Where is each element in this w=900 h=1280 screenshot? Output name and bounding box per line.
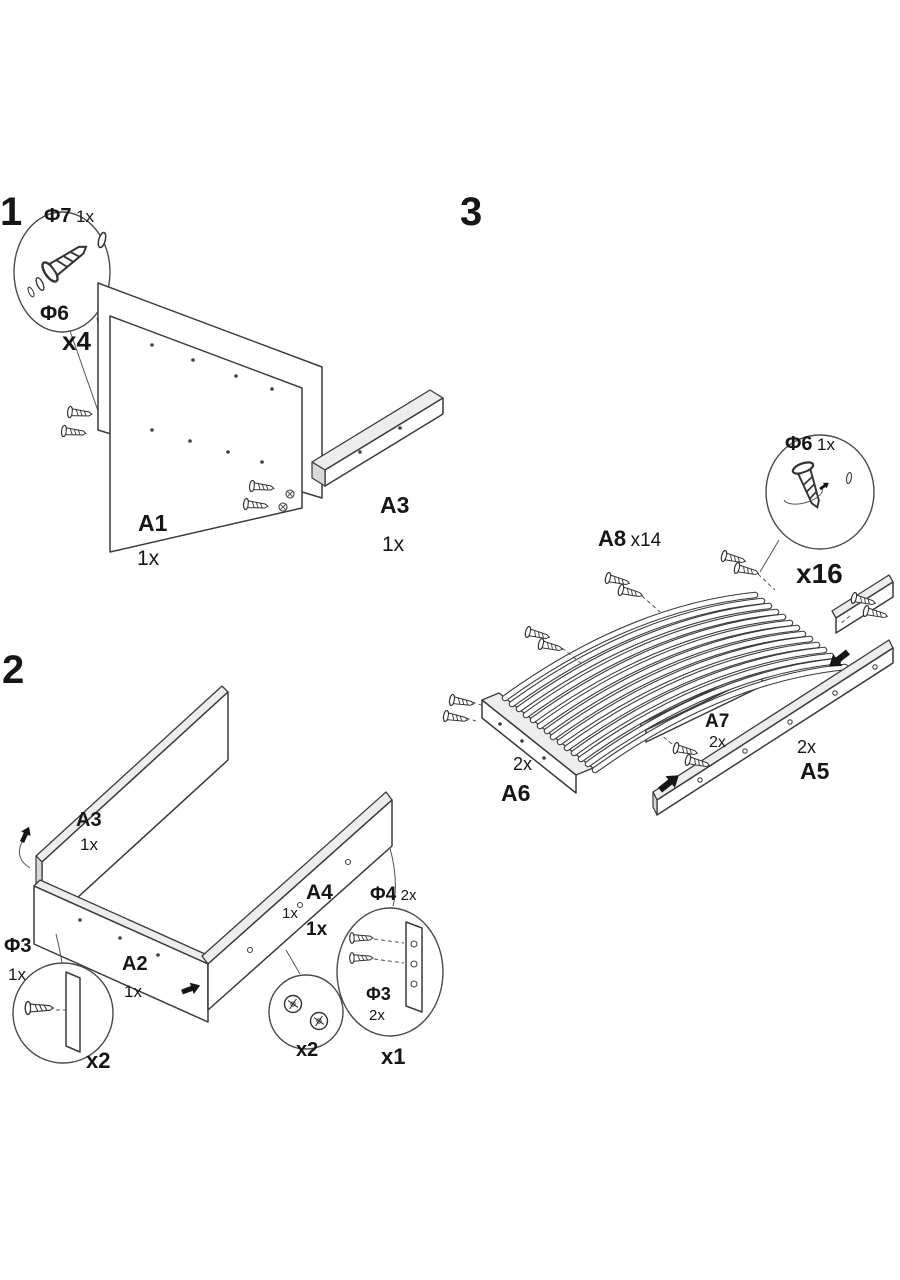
step-3-screw-spec: Φ6 1x — [785, 434, 835, 454]
rail-holes — [498, 722, 546, 760]
part-label-a5: A5 — [800, 758, 830, 784]
screw-qty-label: 1x — [8, 965, 26, 984]
part-qty-a3: 1x — [80, 835, 98, 854]
bracket-screw-diameter-label: Φ3 — [366, 984, 391, 1004]
part-label-a6: A6 — [501, 780, 531, 806]
part-qty-a5: 2x — [797, 737, 817, 757]
part-label-a4: A4 — [306, 881, 333, 904]
rail-holes — [78, 918, 160, 957]
part-qty-a8: x14 — [630, 530, 662, 551]
step-2-diagram — [12, 685, 444, 1064]
step1-headboard — [60, 282, 323, 553]
screw-diameter-label: Φ3 — [4, 935, 32, 957]
washer-icon — [26, 285, 36, 299]
bracket-screw-qty-label: 2x — [369, 1007, 385, 1024]
part-qty-a1: 1x — [137, 547, 160, 570]
step-1-diagram — [13, 211, 444, 553]
part-label-a8: A8 x14 — [598, 526, 662, 551]
rotate-arrow-icon — [17, 824, 34, 845]
part-label-a7: A7 — [705, 711, 730, 732]
screw-icon — [732, 561, 761, 580]
screw-icon — [60, 424, 88, 440]
part-id-a8: A8 — [598, 526, 627, 551]
step-2-number: 2 — [2, 648, 25, 692]
step3-slats-a8 — [501, 591, 849, 774]
step-1-number: 1 — [0, 190, 23, 234]
turn-arrow-icon — [818, 480, 831, 492]
screw-icon — [603, 571, 632, 590]
bolt-diameter-label: Φ4 — [370, 884, 397, 905]
panel-holes — [150, 343, 274, 464]
step-3-number: 3 — [460, 190, 483, 234]
screw-icon — [671, 741, 700, 760]
part-qty-note-a4: 1x — [282, 905, 298, 922]
step2-frame — [17, 685, 396, 1023]
screw-diameter-label: Φ6 — [785, 433, 813, 455]
bolt-diameter-label: Φ7 — [44, 205, 72, 227]
part-label-a1: A1 — [138, 510, 168, 536]
part-qty-a7: 2x — [709, 734, 726, 751]
part-qty-a3: 1x — [382, 533, 405, 556]
detail-bracket-count: x1 — [381, 1044, 406, 1069]
bolt-icon — [38, 236, 94, 286]
headboard-front-panel — [109, 315, 303, 553]
rail-holes — [358, 426, 402, 454]
screw-icon — [616, 583, 645, 602]
part-label-a3: A3 — [76, 809, 102, 831]
screw-icon — [448, 693, 476, 710]
screw-icon — [349, 932, 374, 944]
bracket-bolt-spec: Φ4 2x — [370, 885, 416, 904]
detail-left-count: x2 — [86, 1048, 111, 1073]
step-3-fastener-count: x16 — [796, 558, 843, 589]
step-1-bolt-spec: Φ7 1x — [44, 206, 94, 226]
screw-hole-marks — [278, 489, 295, 512]
washer-icon — [33, 275, 47, 293]
step2-detail-bracket-circle — [336, 907, 444, 1037]
step3-right-rail-a5 — [652, 639, 894, 816]
screw-qty-label: 1x — [817, 435, 835, 454]
side-rail-a2 — [33, 885, 209, 1023]
washer-icon — [845, 471, 853, 485]
step3-screw-detail-circle — [759, 434, 875, 573]
step3-left-rail-a6 — [481, 692, 594, 794]
bolt-qty-label: 1x — [76, 207, 94, 226]
part-qty-a2: 1x — [124, 982, 142, 1001]
step-1-fastener-count: x4 — [62, 326, 91, 356]
screw-icon — [442, 709, 470, 726]
part-qty-a6: 2x — [513, 754, 533, 774]
screw-icon — [349, 952, 374, 964]
screw-icon — [790, 458, 829, 513]
screw-icon — [719, 549, 748, 568]
step3-loose-screws — [442, 549, 890, 772]
detail-cam-count: x2 — [296, 1039, 319, 1061]
part-label-a3: A3 — [380, 492, 410, 518]
screw-icon — [536, 637, 565, 656]
cam-lock-icon — [283, 994, 303, 1014]
step2-detail-left-circle — [12, 962, 114, 1064]
screw-icon — [523, 625, 552, 644]
washer-diameter-label: Φ6 — [40, 302, 69, 325]
part-label-a2: A2 — [122, 953, 148, 975]
step2-detail-cam-circle — [268, 974, 344, 1050]
step1-side-rail-a3 — [311, 389, 444, 487]
screw-icon — [24, 1000, 54, 1016]
part-qty-a4: 1x — [306, 919, 328, 940]
panel-edge — [65, 971, 81, 1053]
screw-icon — [66, 405, 94, 421]
step-3-diagram — [442, 434, 894, 816]
cam-lock-icon — [309, 1011, 329, 1031]
bolt-qty-label: 2x — [400, 887, 417, 904]
